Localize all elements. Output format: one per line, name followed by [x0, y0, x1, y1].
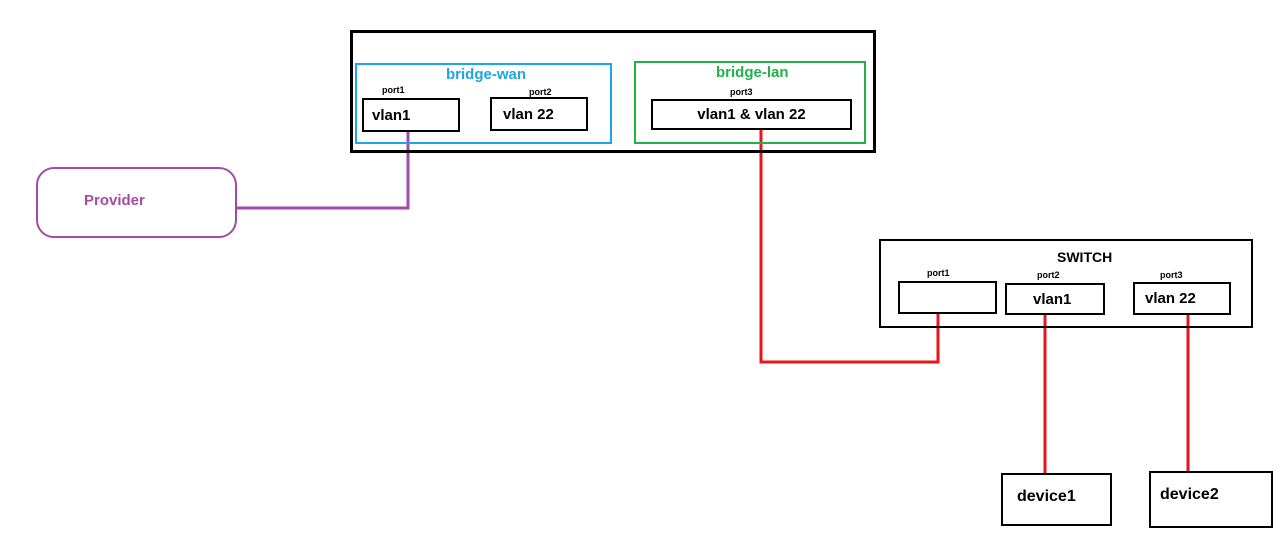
switch-port1-label: port1 [927, 268, 950, 278]
switch-port2-box: vlan1 [1005, 283, 1105, 315]
switch-port1-box [898, 281, 997, 314]
bridge-wan-port1-box: vlan1 [362, 98, 460, 132]
switch-port3-vlan: vlan 22 [1145, 290, 1196, 307]
device1-label: device1 [1017, 488, 1076, 505]
bridge-lan-title: bridge-lan [716, 64, 789, 81]
bridge-lan-box [634, 61, 866, 144]
switch-box [879, 239, 1253, 328]
device2-box: device2 [1149, 471, 1273, 528]
switch-title: SWITCH [1057, 249, 1113, 265]
switch-port3-label: port3 [1160, 270, 1183, 280]
router-box [350, 30, 876, 153]
switch-port2-vlan: vlan1 [1033, 290, 1072, 308]
bridge-wan-box [355, 63, 612, 144]
bridge-wan-port2-box: vlan 22 [490, 97, 588, 131]
bridge-lan-port3-label: port3 [730, 87, 753, 97]
trunk-link [759, 129, 940, 364]
provider-label: Provider [84, 192, 145, 209]
bridge-lan-port3-vlan: vlan1 & vlan 22 [697, 106, 806, 123]
provider-box [36, 167, 237, 238]
device1-box: device1 [1001, 473, 1112, 526]
bridge-wan-title: bridge-wan [446, 66, 527, 83]
bridge-lan-port3-box: vlan1 & vlan 22 [651, 99, 852, 130]
bridge-wan-port1-vlan: vlan1 [372, 106, 411, 124]
switch-port3-box: vlan 22 [1133, 282, 1231, 315]
bridge-wan-port2-label: port2 [529, 87, 552, 97]
bridge-wan-port1-label: port1 [382, 85, 405, 95]
device2-label: device2 [1160, 486, 1219, 503]
switch-port2-label: port2 [1037, 270, 1060, 280]
provider-link [237, 131, 410, 210]
bridge-wan-port2-vlan: vlan 22 [503, 105, 554, 123]
